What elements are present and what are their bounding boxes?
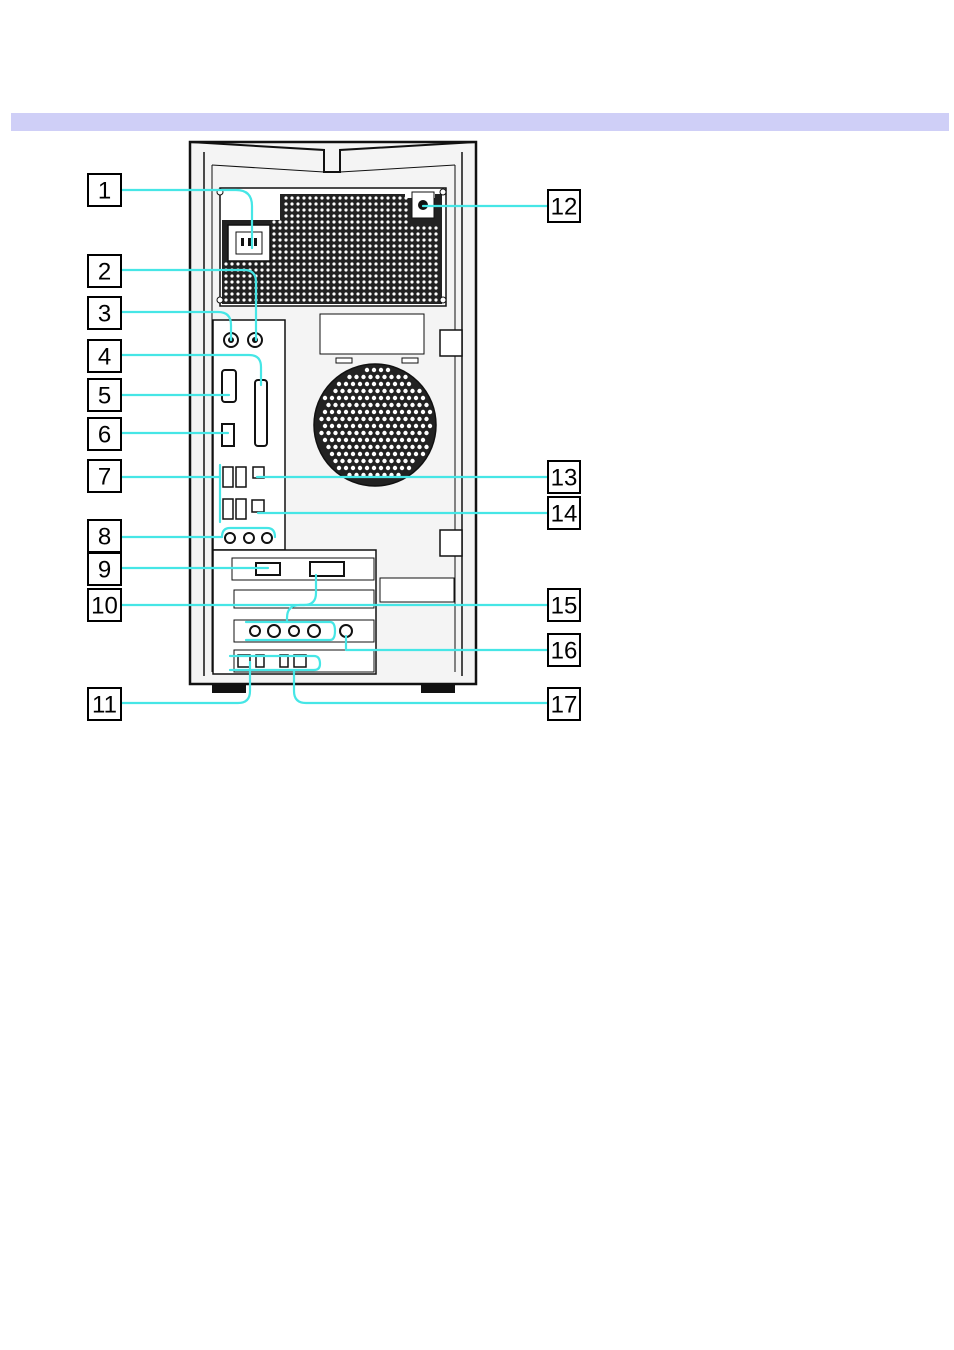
callout-7: 7 [88,460,121,492]
callout-label: 9 [98,557,111,584]
callout-12: 12 [548,190,580,222]
callout-4: 4 [88,340,121,372]
callout-label: 15 [551,593,578,620]
callout-label: 11 [92,692,117,719]
callout-3: 3 [88,297,121,329]
callout-label: 3 [98,301,111,328]
callout-16: 16 [548,634,580,666]
callout-label: 16 [551,638,578,665]
callout-label: 10 [91,593,118,620]
callout-label: 4 [98,344,111,371]
callout-label: 13 [551,465,578,492]
callout-label: 14 [551,501,578,528]
callout-11: 11 [88,688,121,720]
callout-label: 1 [98,178,111,205]
callout-13: 13 [548,461,580,493]
callout-label: 12 [551,194,578,221]
fan-grille [314,364,436,486]
callout-label: 2 [98,259,111,286]
callout-14: 14 [548,497,580,529]
callout-10: 10 [88,589,121,621]
callout-15: 15 [548,589,580,621]
callout-label: 7 [98,464,111,491]
callout-2: 2 [88,255,121,287]
callout-1: 1 [88,174,121,206]
callout-label: 5 [98,383,111,410]
callout-6: 6 [88,418,121,450]
callout-label: 8 [98,524,111,551]
callout-5: 5 [88,379,121,411]
callout-17: 17 [548,688,580,720]
callout-9: 9 [88,553,121,585]
callout-label: 17 [551,692,578,719]
callout-8: 8 [88,520,121,552]
callout-label: 6 [98,422,111,449]
